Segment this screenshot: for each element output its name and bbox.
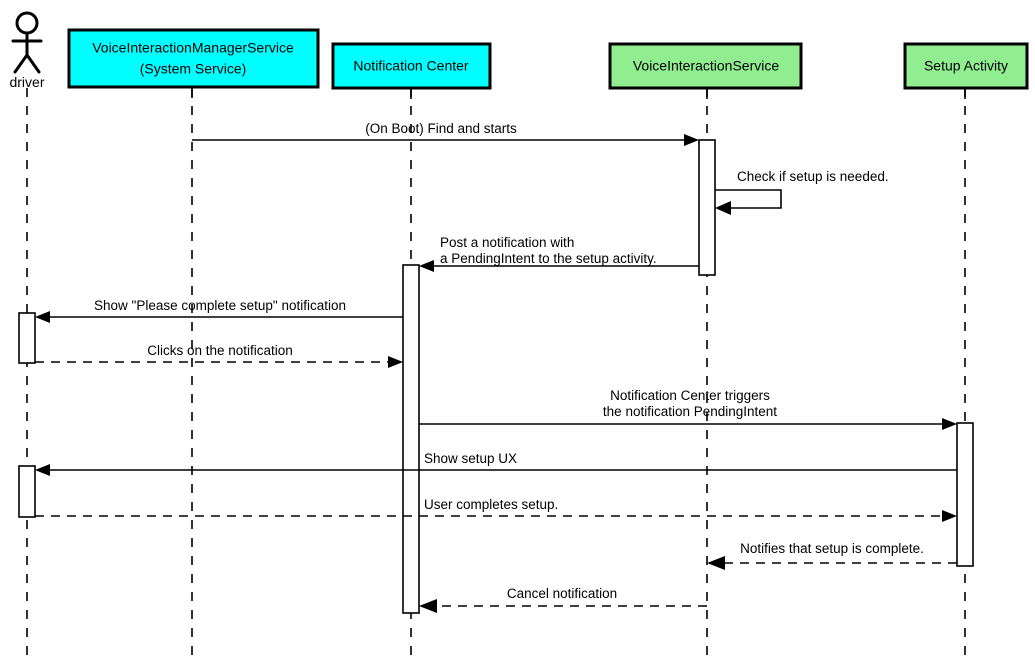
message-label-m9: Notifies that setup is complete. [740,541,924,556]
message-label-m1: (On Boot) Find and starts [365,121,517,136]
message-show-setup-ux[interactable]: Show setup UX [35,451,957,476]
message-self-path-m2 [715,189,782,209]
participant-actor-driver[interactable]: driver [9,11,45,90]
participant-box-voice-interaction-service[interactable]: VoiceInteractionService [608,42,803,99]
participant-box-setup-activity-rect [903,42,1029,90]
participant-label-vims-line2: (System Service) [140,61,247,77]
message-clicks-on-the-notification[interactable]: Clicks on the notification [35,343,403,368]
message-arrowhead-m7 [35,464,50,476]
participant-box-voice-interaction-service-rect [608,42,803,90]
message-arrowhead-m8 [942,510,957,522]
message-label-m6-line1: Notification Center triggers [610,388,770,403]
message-arrowhead-m9 [707,556,725,570]
message-check-if-setup-is-needed[interactable]: Check if setup is needed. [715,169,889,215]
message-notification-center-triggers-pendingintent[interactable]: Notification Center triggers the notific… [419,388,957,430]
actor-left-leg-icon [13,53,29,74]
message-show-please-complete-setup-notification[interactable]: Show "Please complete setup" notificatio… [35,298,403,323]
message-label-m8: User completes setup. [424,497,558,512]
participant-box-vims[interactable]: VoiceInteractionManagerService (System S… [67,28,320,98]
message-label-m3-line2: a PendingIntent to the setup activity. [440,251,657,266]
participant-box-notification-center-rect [331,42,492,90]
activation-bars-layer [18,139,974,614]
message-label-m5: Clicks on the notification [147,343,293,358]
message-label-m6-line2: the notification PendingIntent [603,404,777,419]
participant-label-notification-center: Notification Center [353,58,469,74]
activation-bar-driver-2 [18,465,36,518]
message-label-m7: Show setup UX [424,451,517,466]
actor-right-leg-icon [25,53,41,74]
message-label-m4: Show "Please complete setup" notificatio… [94,298,346,313]
message-arrowhead-m3 [419,260,434,272]
participant-label-vims-line1: VoiceInteractionManagerService [92,40,294,56]
participant-label-voice-interaction-service: VoiceInteractionService [633,58,780,74]
actor-head-icon [15,11,39,35]
message-notifies-that-setup-is-complete[interactable]: Notifies that setup is complete. [707,541,957,570]
message-arrowhead-m4 [35,311,50,323]
participant-box-vims-rect [67,28,320,89]
activation-bar-voice-interaction-service-1 [698,139,716,276]
message-user-completes-setup[interactable]: User completes setup. [35,497,957,522]
message-on-boot-find-and-starts[interactable]: (On Boot) Find and starts [192,121,699,146]
message-arrowhead-m10 [419,599,437,613]
participant-label-setup-activity: Setup Activity [924,58,1008,74]
message-arrowhead-m5 [388,356,403,368]
message-label-m3-line1: Post a notification with [440,235,574,250]
message-arrowhead-m2 [715,201,731,215]
message-label-m10: Cancel notification [507,586,617,601]
participant-box-setup-activity[interactable]: Setup Activity [903,42,1029,99]
activation-bar-notification-center-1 [402,264,420,614]
activation-bar-driver-1 [18,312,36,364]
message-label-m2: Check if setup is needed. [737,169,889,184]
message-arrowhead-m6 [942,418,957,430]
participant-box-notification-center[interactable]: Notification Center [331,42,492,99]
message-post-a-notification[interactable]: Post a notification with a PendingIntent… [419,235,699,272]
participant-label-driver: driver [9,74,44,90]
message-cancel-notification[interactable]: Cancel notification [419,586,707,613]
message-arrowhead-m1 [684,134,699,146]
activation-bar-setup-activity-1 [956,422,974,567]
